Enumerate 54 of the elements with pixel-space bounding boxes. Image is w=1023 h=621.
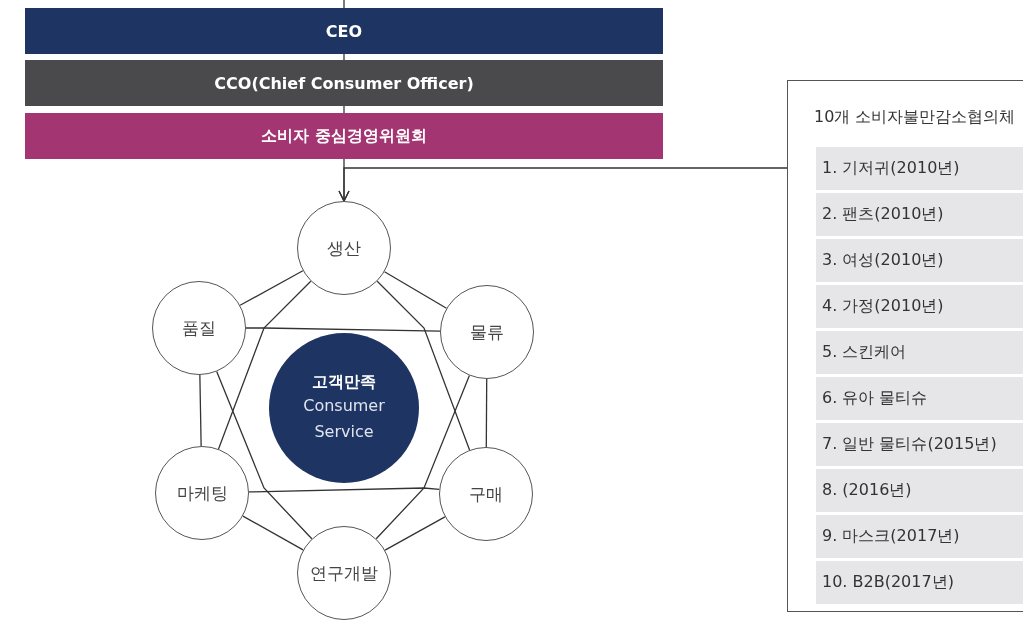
list-row bbox=[816, 285, 1023, 328]
list-row bbox=[816, 469, 1023, 512]
node-label: 고객만족 bbox=[312, 371, 376, 393]
connector-line bbox=[343, 0, 345, 9]
connector-line bbox=[216, 370, 313, 540]
org-bar bbox=[25, 113, 663, 159]
node-label: 10. B2B(2017년) bbox=[822, 572, 954, 593]
node-label: 1. 기저귀(2010년) bbox=[822, 158, 960, 179]
list-row bbox=[816, 331, 1023, 374]
node-label: 소비자 중심경영위원회 bbox=[261, 125, 427, 147]
node-label: 3. 여성(2010년) bbox=[822, 250, 944, 271]
panel-title: 10개 소비자불만감소협의체 bbox=[814, 107, 1016, 128]
connector-line bbox=[199, 374, 202, 447]
connector-line bbox=[242, 515, 304, 551]
node-label: 7. 일반 물티슈(2015년) bbox=[822, 434, 997, 455]
org-bar bbox=[25, 8, 663, 54]
node-label: 4. 가정(2010년) bbox=[822, 296, 944, 317]
list-row bbox=[816, 147, 1023, 190]
connector-line bbox=[239, 270, 304, 306]
node-label: Consumer Service bbox=[302, 394, 386, 443]
connector-line bbox=[383, 271, 448, 309]
node-label: 물류 bbox=[470, 320, 504, 344]
node-label: 5. 스킨케어 bbox=[822, 342, 907, 363]
node-label: 2. 팬츠(2010년) bbox=[822, 204, 944, 225]
list-panel bbox=[787, 80, 1023, 612]
node-label: 8. (2016년) bbox=[822, 480, 912, 501]
function-circle bbox=[297, 526, 391, 620]
node-label: 구매 bbox=[469, 482, 503, 506]
node-label: CEO bbox=[325, 21, 363, 41]
node-label: 마케팅 bbox=[176, 481, 228, 505]
connector-line bbox=[485, 378, 488, 448]
list-row bbox=[816, 377, 1023, 420]
list-row bbox=[816, 193, 1023, 236]
connector-line bbox=[343, 53, 345, 61]
connector-line bbox=[384, 516, 446, 551]
connector-line bbox=[343, 105, 345, 114]
list-row bbox=[816, 515, 1023, 558]
list-row bbox=[816, 423, 1023, 466]
connector-line bbox=[248, 487, 440, 493]
org-bar bbox=[25, 60, 663, 106]
arrow bbox=[338, 167, 788, 202]
connector-line bbox=[217, 280, 312, 450]
node-label: 9. 마스크(2017년) bbox=[822, 526, 960, 547]
node-label: 품질 bbox=[182, 316, 216, 340]
list-row bbox=[816, 239, 1023, 282]
node-label: CCO(Chief Consumer Officer) bbox=[214, 73, 474, 93]
node-label: 연구개발 bbox=[310, 561, 378, 585]
node-label: 6. 유아 물티슈 bbox=[822, 388, 928, 409]
list-row bbox=[816, 561, 1023, 604]
connector-line bbox=[376, 280, 471, 451]
connector-line bbox=[375, 374, 471, 540]
connector-line bbox=[245, 327, 441, 332]
node-label: 생산 bbox=[327, 236, 361, 260]
function-circle bbox=[297, 201, 391, 295]
